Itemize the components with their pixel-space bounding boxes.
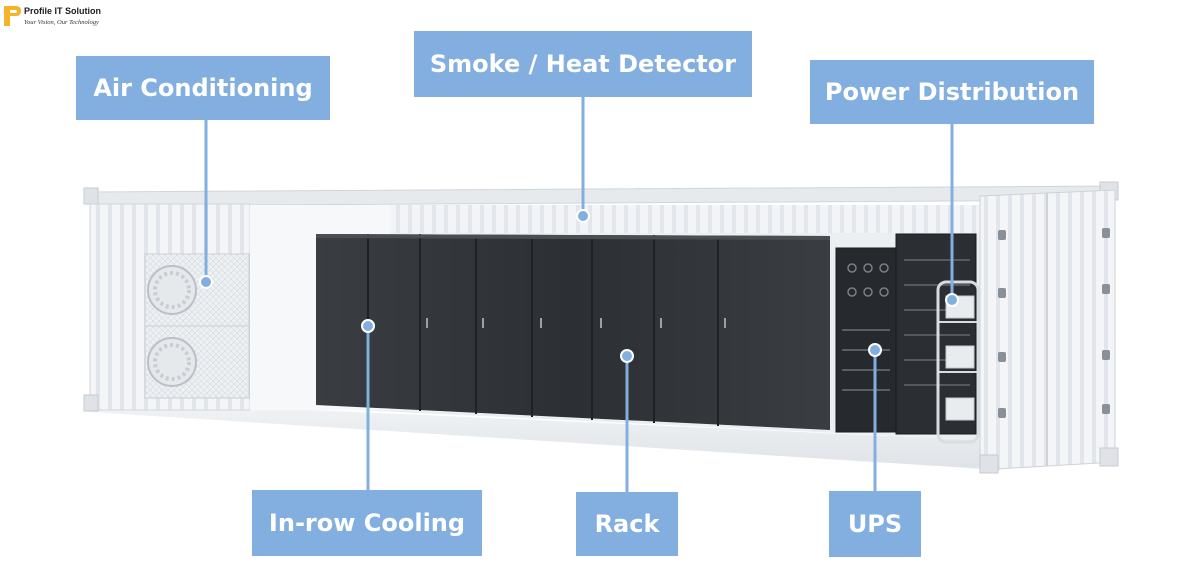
- label-in-row-cooling: In-row Cooling: [252, 490, 482, 556]
- marker-ups: [868, 343, 882, 357]
- marker-power-distribution: [945, 293, 959, 307]
- container-top-frame: [83, 181, 1119, 207]
- air-conditioning-units: [144, 253, 250, 399]
- logo-mark-icon: [4, 6, 21, 26]
- label-power-distribution: Power Distribution: [810, 60, 1094, 124]
- container-floor: [90, 400, 1000, 470]
- callout-connectors: [199, 97, 959, 492]
- marker-in-row-cooling: [361, 319, 375, 333]
- label-ups: UPS: [829, 491, 921, 557]
- logo-company-name: Profile IT Solution: [24, 6, 101, 16]
- marker-air-conditioning: [199, 275, 213, 289]
- label-smoke-heat-detector: Smoke / Heat Detector: [414, 31, 752, 97]
- container-right-door: [979, 189, 1119, 474]
- marker-smoke-heat-detector: [576, 209, 590, 223]
- label-rack: Rack: [576, 492, 678, 556]
- rack-row: [316, 234, 830, 430]
- company-logo: Profile IT Solution Your Vision, Our Tec…: [0, 2, 140, 32]
- power-distribution-shelf: [936, 280, 980, 444]
- marker-rack: [620, 349, 634, 363]
- label-air-conditioning: Air Conditioning: [76, 56, 330, 120]
- logo-tagline: Your Vision, Our Technology: [24, 19, 99, 26]
